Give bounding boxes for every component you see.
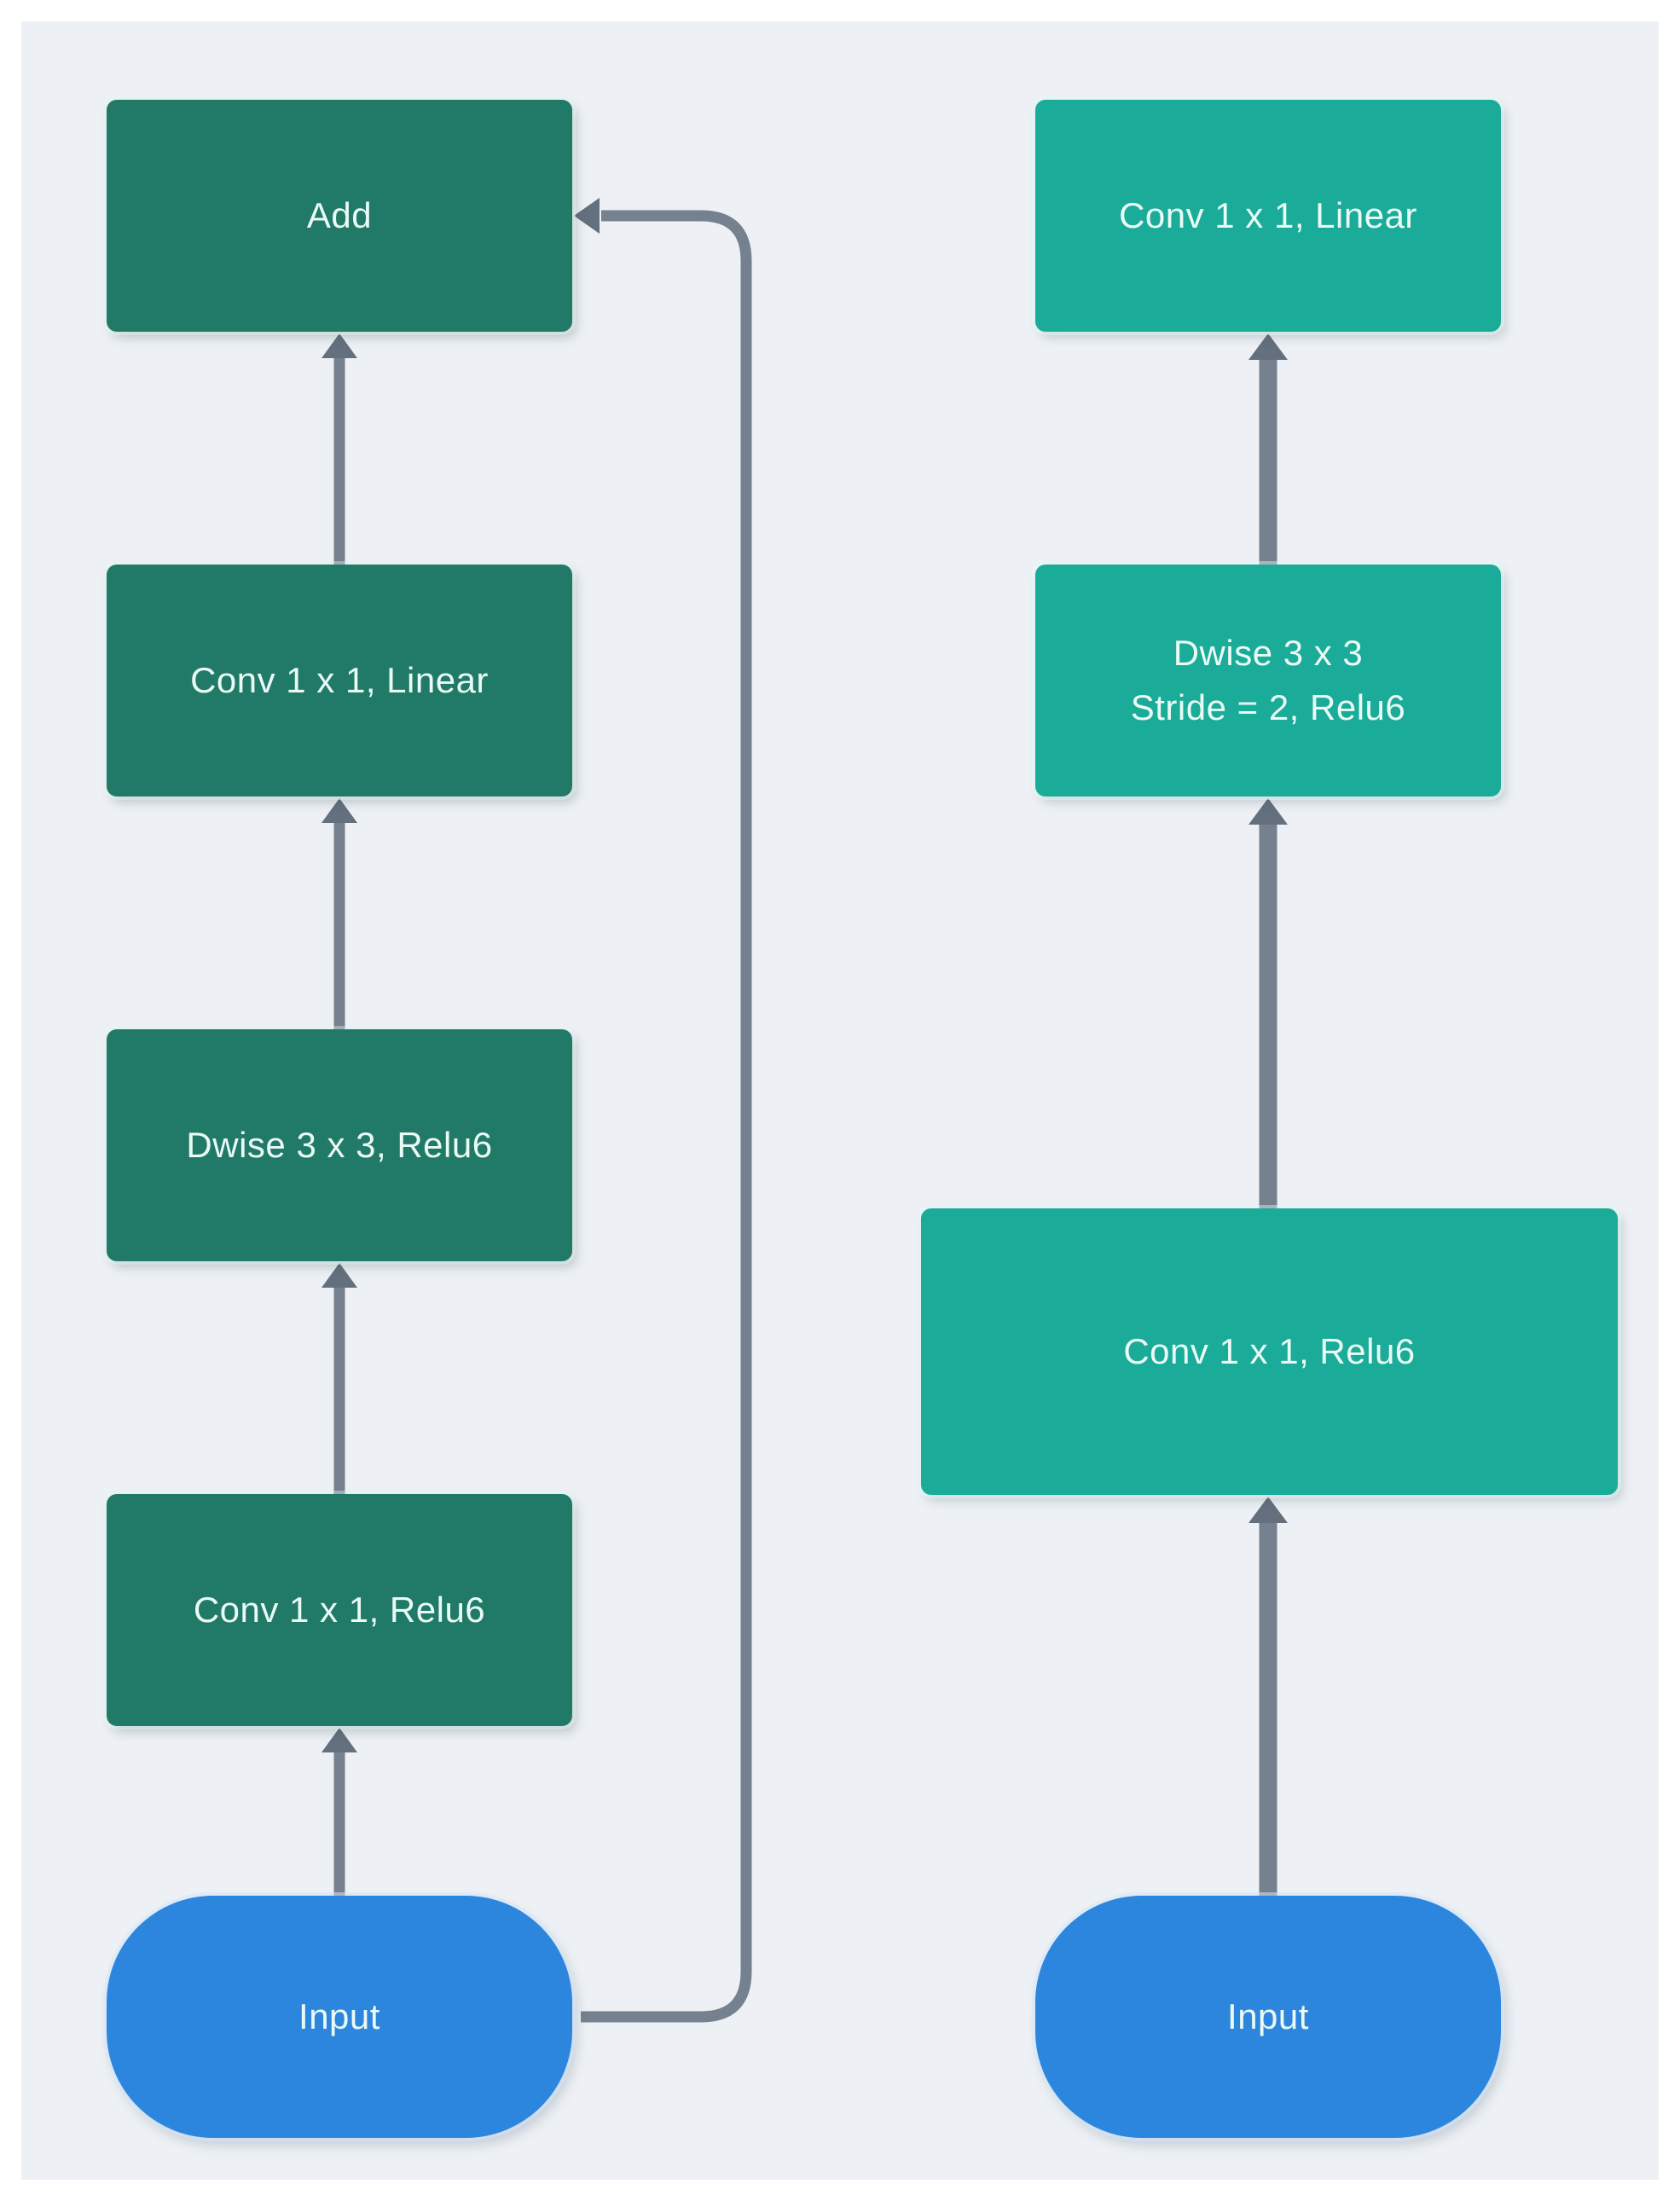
node-conv1x1-linear-left-label: Conv 1 x 1, Linear — [190, 660, 489, 700]
node-dwise3x3-stride2-line2: Stride = 2, Relu6 — [1130, 687, 1406, 727]
node-input-right: Input — [1035, 1896, 1501, 2138]
node-add-label: Add — [306, 195, 373, 235]
arrow-conv1x1relu6-to-dwise-left — [322, 1263, 357, 1494]
arrow-input-to-conv1x1relu6-left — [322, 1728, 357, 1896]
node-dwise3x3-stride2: Dwise 3 x 3 Stride = 2, Relu6 — [1035, 565, 1501, 796]
arrow-dwise-to-conv1x1linear-left — [322, 798, 357, 1029]
skip-connection-input-to-add — [574, 198, 752, 2023]
arrow-dwisestride2-to-conv1x1linear — [1248, 333, 1288, 565]
node-dwise3x3-stride2-label: Dwise 3 x 3 Stride = 2, Relu6 — [1131, 626, 1406, 735]
diagram-panel: Add Conv 1 x 1, Linear Dwise 3 x 3, Relu… — [21, 21, 1659, 2180]
node-dwise3x3-relu6-left-label: Dwise 3 x 3, Relu6 — [186, 1125, 493, 1165]
arrow-input-to-conv1x1relu6-right — [1248, 1497, 1288, 1896]
node-conv1x1-relu6-left-label: Conv 1 x 1, Relu6 — [193, 1590, 486, 1630]
node-conv1x1-linear-left: Conv 1 x 1, Linear — [107, 565, 572, 796]
arrow-conv1x1linear-to-add — [322, 333, 357, 565]
node-dwise3x3-stride2-line1: Dwise 3 x 3 — [1173, 633, 1364, 673]
node-conv1x1-linear-right: Conv 1 x 1, Linear — [1035, 100, 1501, 332]
node-input-right-label: Input — [1227, 1996, 1309, 2036]
arrow-conv1x1relu6-to-dwisestride2 — [1248, 798, 1288, 1208]
node-add: Add — [107, 100, 572, 332]
node-dwise3x3-relu6-left: Dwise 3 x 3, Relu6 — [107, 1029, 572, 1261]
node-input-left: Input — [107, 1896, 572, 2138]
node-input-left-label: Input — [298, 1996, 380, 2036]
node-conv1x1-relu6-right: Conv 1 x 1, Relu6 — [921, 1208, 1618, 1495]
node-conv1x1-relu6-right-label: Conv 1 x 1, Relu6 — [1123, 1331, 1416, 1371]
node-conv1x1-linear-right-label: Conv 1 x 1, Linear — [1119, 195, 1417, 235]
node-conv1x1-relu6-left: Conv 1 x 1, Relu6 — [107, 1494, 572, 1726]
